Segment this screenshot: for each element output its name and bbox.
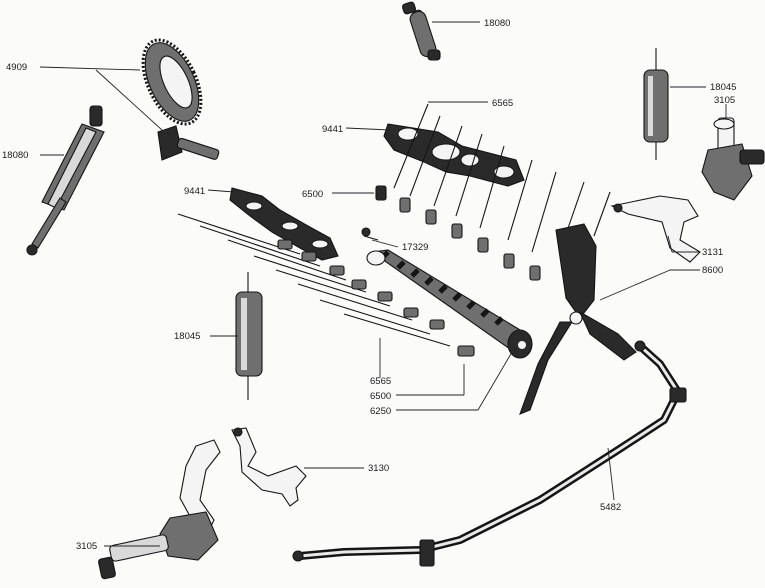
- callout-18080-top: 18080: [484, 18, 510, 29]
- callout-18045-left: 18045: [174, 331, 200, 342]
- leader-lines: [39, 21, 727, 547]
- callout-5482: 5482: [600, 502, 621, 513]
- stabilizer-bar: [292, 340, 687, 567]
- callout-6565-top: 6565: [492, 98, 513, 109]
- camshaft: [366, 249, 533, 359]
- callout-3130: 3130: [368, 463, 389, 474]
- callout-3105-left: 3105: [76, 541, 97, 552]
- callout-17329: 17329: [402, 242, 428, 253]
- callout-8600: 8600: [702, 265, 723, 276]
- callout-6500-bottom: 6500: [370, 391, 391, 402]
- callout-3105-right: 3105: [714, 95, 735, 106]
- callout-18080-left: 18080: [2, 150, 28, 161]
- steering-knuckle-right: [701, 117, 765, 201]
- shock-absorber-right: [643, 48, 669, 160]
- steering-knuckle-left: [98, 439, 221, 580]
- callout-6565-bottom: 6565: [370, 376, 391, 387]
- small-bolt: [361, 227, 379, 241]
- callout-9441-top: 9441: [322, 124, 343, 135]
- manifold-gasket-left: [229, 187, 339, 261]
- steering-arm-lower: [231, 427, 307, 507]
- manifold-gasket-top: [383, 123, 525, 187]
- tappets-lower: [277, 239, 475, 357]
- callout-3131: 3131: [702, 247, 723, 258]
- fan: [519, 223, 637, 415]
- tappets-upper: [375, 185, 541, 281]
- callout-labels: 18080 4909 18080 6565 9441 18045 3105 94…: [2, 18, 736, 552]
- callout-6500-top: 6500: [302, 189, 323, 200]
- callout-9441-left: 9441: [184, 186, 205, 197]
- steering-arm-right: [610, 195, 701, 263]
- push-rods-upper: [393, 103, 611, 253]
- ring-gear-pinion: [141, 38, 220, 161]
- shock-absorber-left: [26, 105, 105, 256]
- callout-4909: 4909: [6, 62, 27, 73]
- callout-18045-right: 18045: [710, 82, 736, 93]
- shock-absorber-center: [235, 272, 263, 400]
- callout-6250: 6250: [370, 406, 391, 417]
- shock-absorber-top: [401, 1, 441, 61]
